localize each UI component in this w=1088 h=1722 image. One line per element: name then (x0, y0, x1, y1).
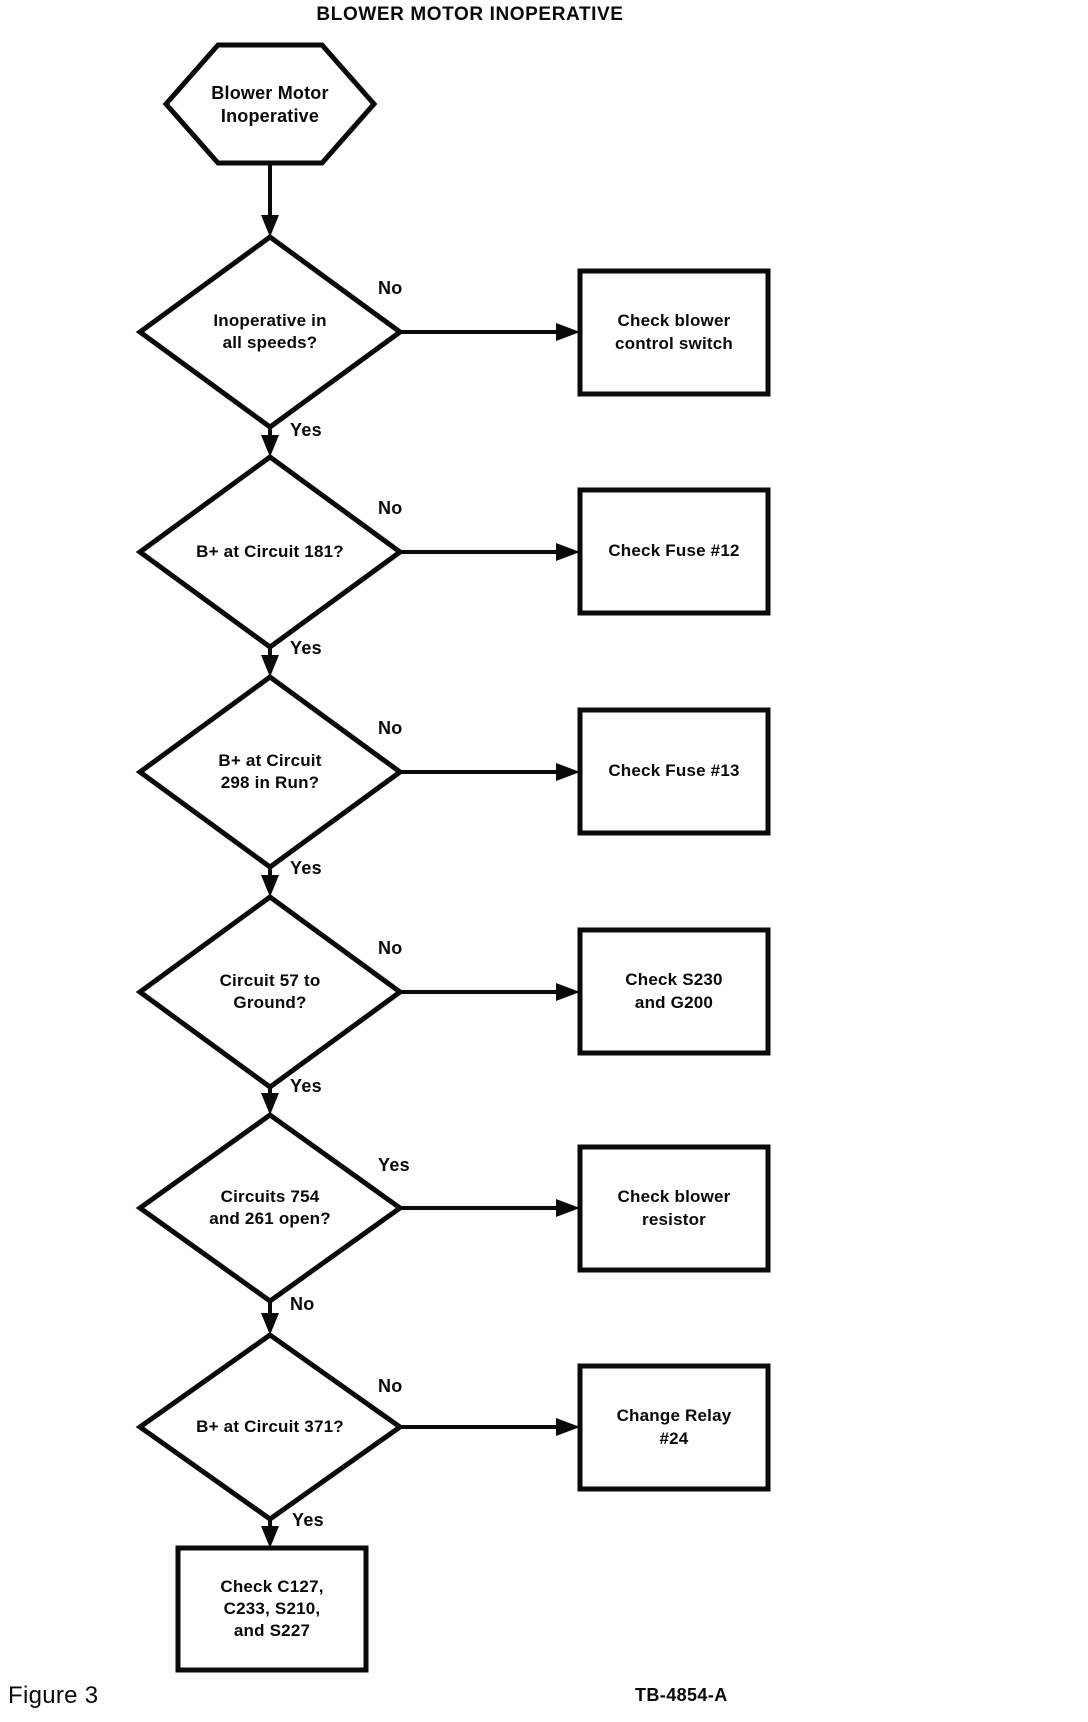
branch-right-label-6: No (378, 1376, 403, 1396)
arrowhead-down-icon (261, 1093, 279, 1115)
connector-3-to-4 (261, 867, 279, 897)
arrowhead-down-icon (261, 1313, 279, 1335)
action-5-label: Check blower resistor (617, 1187, 731, 1229)
decision-6-label: B+ at Circuit 371? (196, 1416, 344, 1436)
arrowhead-right-icon (556, 1418, 580, 1436)
branch-down-label-4: Yes (290, 1076, 322, 1096)
action-1-label: Check blower control switch (614, 311, 734, 353)
connector-start-to-1 (261, 163, 279, 237)
end-node-label: Check C127, C233, S210, and S227 (220, 1576, 324, 1641)
arrow-right-2 (400, 543, 580, 561)
branch-down-label-2: Yes (290, 638, 322, 658)
arrow-right-3 (400, 763, 580, 781)
page-title: BLOWER MOTOR INOPERATIVE (316, 4, 624, 25)
figure-caption: Figure 3 (8, 1682, 99, 1709)
decision-4-label: Circuit 57 to Ground? (219, 970, 321, 1012)
action-3-label: Check Fuse #13 (608, 761, 740, 781)
branch-down-label-1: Yes (290, 420, 322, 440)
arrow-right-6 (400, 1418, 580, 1436)
document-code: TB-4854-A (635, 1685, 728, 1705)
decision-5-label: Circuits 754 and 261 open? (209, 1186, 331, 1228)
connector-6-to-end (261, 1519, 279, 1548)
arrow-right-1 (400, 323, 580, 341)
arrowhead-right-icon (556, 983, 580, 1001)
action-6-label: Change Relay #24 (616, 1406, 732, 1448)
branch-right-label-4: No (378, 938, 403, 958)
arrowhead-down-icon (261, 1526, 279, 1548)
arrowhead-down-icon (261, 875, 279, 897)
action-2-label: Check Fuse #12 (608, 541, 740, 561)
branch-right-label-3: No (378, 718, 403, 738)
branch-right-label-2: No (378, 498, 403, 518)
branch-down-label-5: No (290, 1294, 315, 1314)
connector-1-to-2 (261, 427, 279, 457)
arrowhead-down-icon (261, 655, 279, 677)
decision-3-label: B+ at Circuit 298 in Run? (218, 750, 322, 792)
branch-right-label-5: Yes (378, 1155, 410, 1175)
arrow-right-5 (400, 1199, 580, 1217)
start-hexagon (162, 42, 378, 166)
action-box-6 (577, 1363, 771, 1492)
arrowhead-right-icon (556, 323, 580, 341)
arrowhead-down-icon (261, 435, 279, 457)
arrow-right-4 (400, 983, 580, 1001)
action-box-4 (577, 927, 771, 1056)
action-4-label: Check S230 and G200 (625, 970, 723, 1012)
connector-4-to-5 (261, 1087, 279, 1115)
action-box-5 (577, 1144, 771, 1273)
arrowhead-right-icon (556, 1199, 580, 1217)
branch-down-label-6: Yes (292, 1510, 324, 1530)
branch-down-label-3: Yes (290, 858, 322, 878)
decision-2-label: B+ at Circuit 181? (196, 541, 344, 561)
action-box-3 (577, 707, 771, 836)
end-box (175, 1545, 369, 1673)
arrowhead-right-icon (556, 543, 580, 561)
connector-2-to-3 (261, 647, 279, 677)
start-node-label: Blower Motor Inoperative (211, 82, 329, 126)
arrowhead-down-icon (261, 215, 279, 237)
branch-right-label-1: No (378, 278, 403, 298)
action-box-1 (577, 268, 771, 397)
connector-5-to-6 (261, 1301, 279, 1335)
action-box-2 (577, 487, 771, 616)
arrowhead-right-icon (556, 763, 580, 781)
decision-1-label: Inoperative in all speeds? (213, 310, 327, 352)
